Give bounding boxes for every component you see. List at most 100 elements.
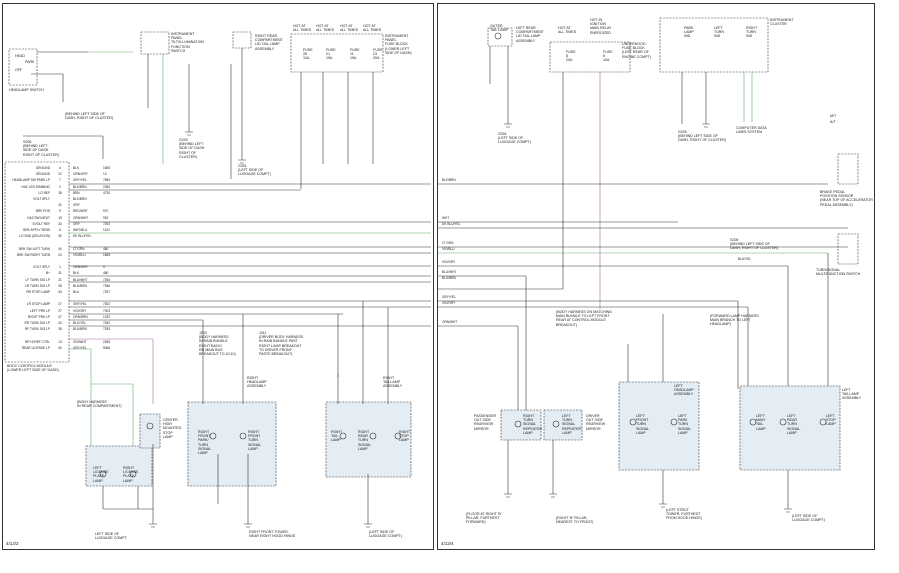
hot-label-4: HOT AT ALL TIMES xyxy=(363,24,382,33)
ground-g301-label: G301 (LEFT SIDE OF LUGGAGE COMPT) xyxy=(238,164,271,177)
right-trace-label: VIO/BLU xyxy=(442,247,455,251)
left-rear-turn-lamp-label: LEFT REAR TURN SIGNAL LAMP xyxy=(787,414,801,435)
right-harness-note-2: (FORWARD LAMP HARNESS MAIN BRANCH TO LEF… xyxy=(710,314,759,327)
left-headlamp-assembly-label: LEFT HEADLAMP ASSEMBLY xyxy=(674,384,694,397)
hot-label-3: HOT AT ALL TIMES xyxy=(340,24,359,33)
bcm-row-label: RR STOP LAMP xyxy=(26,290,50,294)
bcm-pin-number: 27 xyxy=(58,308,62,313)
cluster-park-lamp-ind: PARK LAMP IND xyxy=(684,26,694,39)
left-schematic-sheet: HEADLAMP SWITCH HEAD PARK OFF (BEHIND LE… xyxy=(2,3,434,550)
circuit-number-label: 7252 xyxy=(103,321,111,325)
bcm-row-label: LR STOP LAMP xyxy=(26,302,50,307)
circuit-number-label: 1131 xyxy=(103,228,110,232)
wire-color-label: BRN xyxy=(73,190,80,195)
left-page-ref: 4/12/2 xyxy=(6,541,19,546)
legend-mt: M/T xyxy=(830,114,837,118)
headlamp-switch-box xyxy=(8,48,38,86)
wire-color-label: BLK xyxy=(73,166,80,170)
circuit-number-label: 7302 xyxy=(103,302,111,307)
hot-at-all-times-label: HOT AT ALL TIMES xyxy=(558,26,577,35)
bcm-row-label: B+ xyxy=(46,271,50,276)
bcm-row-label: VOLT SPLY xyxy=(33,265,50,270)
wire-color-label: ORN/BRN xyxy=(73,314,88,319)
bcm-row-label: BRK APPLY SENS xyxy=(23,228,50,232)
underhood-fuse-6: FUSE 6 10A xyxy=(603,50,613,63)
bcm-row-label: RF TURN SIG LP xyxy=(24,327,50,332)
wire-color-label: GRY/YEL xyxy=(73,345,87,350)
wire-color-label: BLU/BRN xyxy=(73,283,87,288)
bcm-row-label: GROUND xyxy=(35,172,50,177)
ground-g301-right-label: G301 (LEFT SIDE OF LUGGAGE COMPT) xyxy=(498,132,531,145)
wire-color-label: GRY/YEL xyxy=(73,178,87,183)
bcm-row-label: HEADLAMP SW PARK LP xyxy=(12,178,50,183)
bcm-row-label: LR TURN SIG LP xyxy=(25,283,50,288)
instrument-panel-switch-label: INSTRUMENT PANEL TILT/ILLUMINATION FUNCT… xyxy=(171,32,205,53)
cluster-left-turn-ind: LEFT TURN IND xyxy=(714,26,724,39)
bcm-pin-number: 21 xyxy=(58,277,62,282)
bcm-row-label: BRK SW RIGHT TURN xyxy=(17,252,50,257)
wire-color-label: VIO/WHT xyxy=(73,339,87,344)
passenger-mirror-label: PASSENGER OUT SIDE REARVIEW MIRROR xyxy=(474,414,497,431)
bcm-pin-number: 9 xyxy=(59,209,61,214)
bcm-pin-number: 34 xyxy=(58,290,62,294)
bcm-pin-number: 43 xyxy=(58,321,62,325)
wire-color-label: VIO/GRY xyxy=(73,308,87,313)
bcm-box xyxy=(4,161,70,363)
bcm-pin-number: 28 xyxy=(58,283,62,288)
bcm-title: BODY CONTROL MODULE (LOWER LEFT SIDE OF … xyxy=(7,364,59,373)
right-trace-label: BLK/BRN xyxy=(442,178,456,182)
circuit-number-label: 5 xyxy=(103,265,105,270)
bcm-pin-number: 24 xyxy=(58,252,62,257)
harness-note-j211: J211 (DRIVER BODY HARNESS IN RAIN BUNDLE… xyxy=(259,331,304,357)
left-license-lamp-label: LEFT LICENSE PLATE LAMP xyxy=(93,466,109,483)
right-trace-label: DK BLU/YEL xyxy=(442,222,461,226)
circuit-number-label: 7253 xyxy=(103,327,111,332)
circuit-number-label: 1650 xyxy=(103,166,111,170)
bcm-pin-number: 33 xyxy=(58,221,62,226)
wire-color-label: BLU xyxy=(73,290,80,294)
right-schematic-drawing xyxy=(438,17,859,513)
right-rear-lamp-label: RIGHT REAR COMPARTMENT LID TAIL LAMP ASS… xyxy=(255,34,283,51)
wire-color-label: BLU/YEL xyxy=(73,321,87,325)
outer-tail-label: OUTER TAIL LAMP xyxy=(490,24,508,33)
bcm-pin-number: 41 xyxy=(58,203,62,208)
bcm-pin-number: 40 xyxy=(58,345,62,350)
ground-g302-label: RIGHT FRONT TOWER, NEAR RIGHT HOOD HINGE xyxy=(249,530,296,539)
instrument-cluster-label: INSTRUMENT CLUSTER xyxy=(770,18,794,27)
bcm-row-label: EVOLT REF xyxy=(32,221,50,226)
right-harness-note-1: (BODY HARNESS ON MATCHING MAIN BUNDLE TO… xyxy=(556,310,612,327)
circuit-number-label: 7256 xyxy=(103,283,111,288)
switch-position-head: HEAD xyxy=(15,54,25,58)
cluster-right-turn-ind: RIGHT TURN IND xyxy=(746,26,758,39)
hot-label-2: HOT AT ALL TIMES xyxy=(316,24,335,33)
ground-left-strut: (LEFT STRUT TOWER, FURTHEST FROM HOOD HI… xyxy=(666,508,702,521)
left-taillamp-assembly-label: LEFT TAILLAMP ASSEMBLY xyxy=(842,388,862,401)
bcm-pin-number: 6 xyxy=(59,228,61,232)
wire-color-label: DK BLU/YEL xyxy=(73,234,92,239)
bcm-pin-number: 7 xyxy=(59,178,61,183)
bcm-row-label: LF TURN SIG LP xyxy=(25,277,50,282)
wire-color-label: ORN/GRY xyxy=(73,265,88,270)
turn-switch-label: TURN/SIGNAL MULTIFUNCTION SWITCH xyxy=(816,268,861,277)
wire-color-label: BLU/BRN xyxy=(73,327,87,332)
underhood-fuse-block-label: UNDERHOOD FUSE BLOCK (LEFT REAR OF ENGIN… xyxy=(622,42,651,59)
ground-note-left: (BEHIND LEFT SIDE OF DASH, RIGHT OF CLUS… xyxy=(65,112,114,121)
circuit-number-label: 9066 xyxy=(103,345,111,350)
driver-mirror-label: DRIVER OUT SIDE REARVIEW MIRROR xyxy=(586,414,606,431)
right-front-turn-lamp-label: RIGHT FRONT TURN SIGNAL LAMP xyxy=(248,430,262,451)
right-trace-label: BLU/WHT xyxy=(442,270,457,274)
bcm-row-label: HAZ LED DIMMING xyxy=(21,184,50,189)
harness-note-rear: (BODY HARNESS IN REAR COMPARTMENT) xyxy=(77,400,122,409)
switch-position-park: PARK xyxy=(25,60,35,64)
circuit-number-label: 13 xyxy=(103,172,107,177)
fuse-11: FUSE 11 15A xyxy=(350,48,360,61)
left-repeater-lamp-label: LEFT TURN SIGNAL REPEATER LAMP xyxy=(562,414,582,435)
right-trace-label: BLU/BRN xyxy=(442,276,456,280)
left-stop-lamp-label: LEFT STOP LAMP xyxy=(826,414,836,427)
bcm-pin-number: 4 xyxy=(59,166,61,170)
bcm-pin-number: 31 xyxy=(58,271,62,276)
bcm-row-label: LO REF xyxy=(38,190,50,195)
bcm-pin-number: 2 xyxy=(59,184,61,189)
chmsl-label: CENTER HIGH MOUNTED STOP LAMP xyxy=(163,418,182,439)
